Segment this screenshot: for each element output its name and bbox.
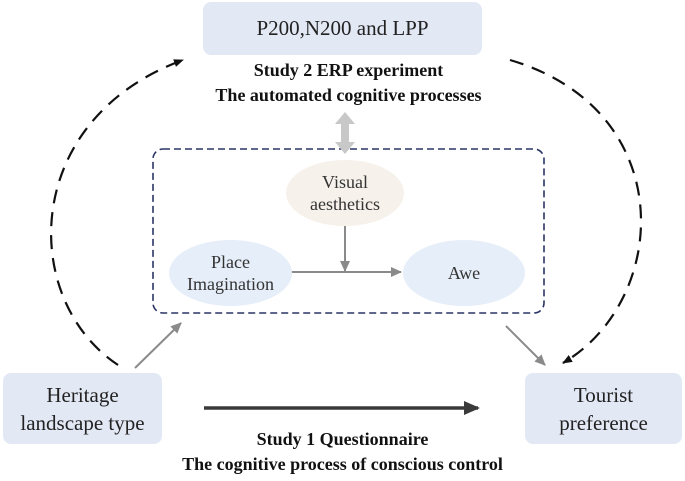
erp-measures-box: P200,N200 and LPP [203, 2, 482, 55]
place-imagination-line1: Place [211, 252, 250, 272]
arrow-awe-to-tourist [505, 325, 546, 366]
double-arrow [335, 112, 355, 154]
awe-node: Awe [403, 240, 525, 306]
tourist-preference-box: Tourist preference [525, 373, 682, 444]
heritage-landscape-box: Heritage landscape type [3, 373, 162, 444]
visual-aesthetics-node: Visual aesthetics [286, 160, 404, 226]
tourist-line2: preference [559, 410, 648, 435]
study1-subtitle: The cognitive process of conscious contr… [182, 454, 503, 474]
mediation-frame [152, 148, 545, 314]
study2-caption: Study 2 ERP experiment The automated cog… [153, 58, 544, 108]
heritage-line1: Heritage [46, 382, 119, 407]
place-imagination-node: Place Imagination [169, 240, 292, 306]
tourist-line1: Tourist [573, 382, 634, 407]
place-imagination-line2: Imagination [187, 274, 274, 294]
study2-subtitle: The automated cognitive processes [215, 85, 482, 105]
erp-measures-label: P200,N200 and LPP [256, 16, 429, 40]
dashed-arrow-right [509, 58, 642, 364]
visual-aesthetics-line2: aesthetics [310, 194, 380, 214]
heritage-line2: landscape type [20, 410, 145, 435]
dashed-arrow-left [50, 58, 184, 366]
study1-title: Study 1 Questionnaire [256, 429, 429, 449]
study2-title: Study 2 ERP experiment [253, 60, 444, 80]
visual-aesthetics-line1: Visual [322, 172, 368, 192]
study1-caption: Study 1 Questionnaire The cognitive proc… [100, 427, 585, 477]
arrow-heritage-to-place [134, 322, 182, 369]
awe-label: Awe [447, 262, 481, 283]
